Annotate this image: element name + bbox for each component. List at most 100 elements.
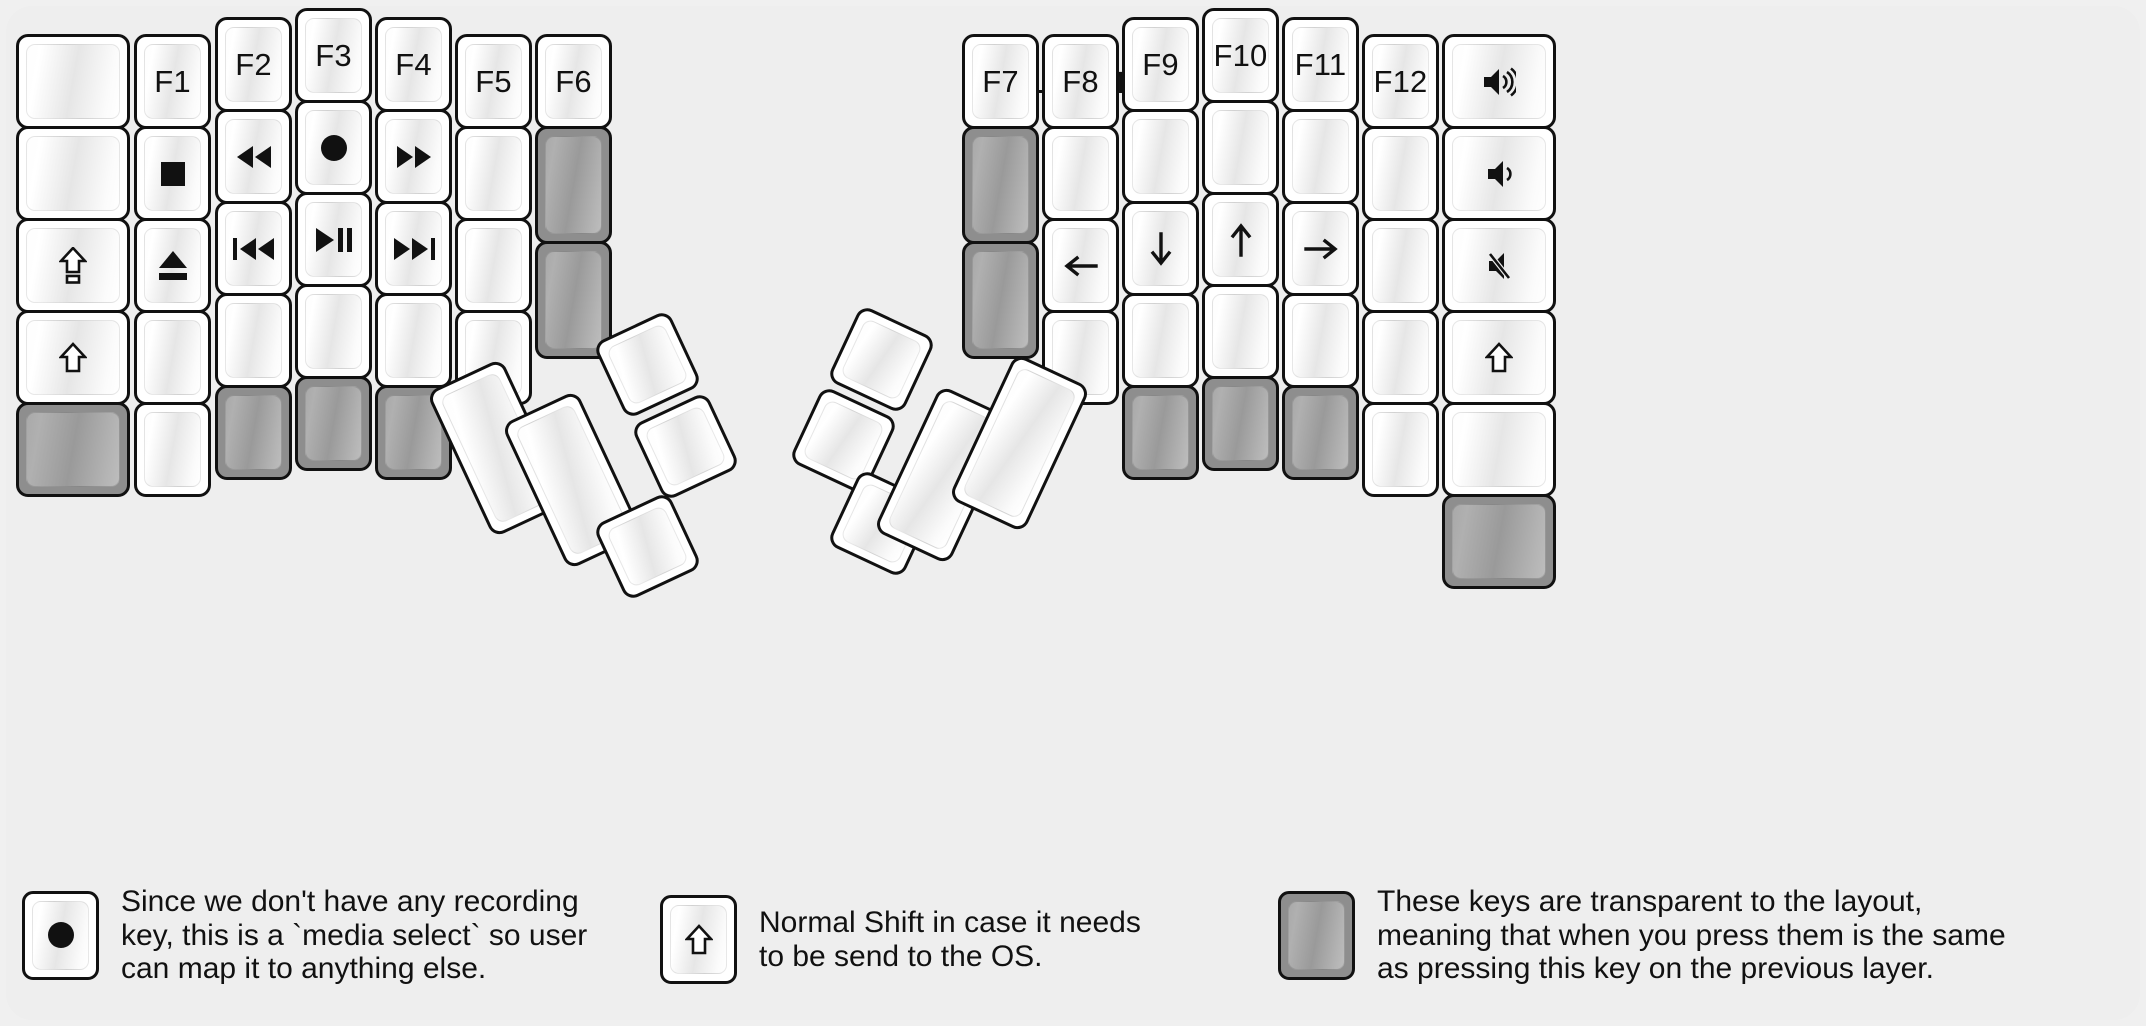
right-col-index-inner-key-3[interactable] <box>1042 218 1119 313</box>
right-col-ring-key-4[interactable] <box>1282 293 1359 388</box>
right-col-middle-key-2[interactable] <box>1202 100 1279 195</box>
right-col-index-inner-key-1[interactable]: F8 <box>1042 34 1119 129</box>
left-col-pinky-outer-key-3[interactable] <box>16 218 130 313</box>
right-col-index-key-5[interactable] <box>1122 385 1199 480</box>
right-col-pinky-outer-key-5[interactable] <box>1442 402 1556 497</box>
left-col-middle-key-5[interactable] <box>295 376 372 471</box>
note-record-example-key[interactable] <box>22 890 99 980</box>
keycap-face <box>1372 412 1429 487</box>
right-col-inner-key-2[interactable] <box>962 126 1039 244</box>
keycap-face <box>1372 320 1429 395</box>
note-shift-swatch <box>660 895 737 984</box>
right-col-pinky-key-1[interactable]: F12 <box>1362 34 1439 129</box>
keycap-face <box>305 202 362 277</box>
right-col-ring-key-3[interactable] <box>1282 201 1359 296</box>
keycap-face: F1 <box>144 44 201 119</box>
keycap-face: F4 <box>385 27 442 102</box>
left-col-pinky-outer-key-1[interactable] <box>16 34 130 129</box>
keycap-face <box>26 320 120 395</box>
media-prev-track-icon <box>232 237 275 260</box>
left-col-pinky-outer-key-2[interactable] <box>16 126 130 221</box>
right-col-ring-key-1[interactable]: F11 <box>1282 17 1359 112</box>
right-col-pinky-outer-key-2[interactable] <box>1442 126 1556 221</box>
shift-arrow-icon <box>684 923 713 956</box>
right-col-pinky-key-5[interactable] <box>1362 402 1439 497</box>
right-col-pinky-outer-key-6[interactable] <box>1442 494 1556 589</box>
left-col-index-key-1[interactable]: F4 <box>375 17 452 112</box>
left-col-ring-key-2[interactable] <box>215 109 292 204</box>
volume-up-icon <box>1482 66 1516 97</box>
left-col-inner-key-1[interactable]: F6 <box>535 34 612 129</box>
right-col-index-key-2[interactable] <box>1122 109 1199 204</box>
left-col-ring-key-4[interactable] <box>215 293 292 388</box>
keycap-face <box>839 317 924 402</box>
note-transparent-example-key[interactable] <box>1278 890 1355 980</box>
left-col-pinky-key-1[interactable]: F1 <box>134 34 211 129</box>
left-col-index-key-2[interactable] <box>375 109 452 204</box>
left-col-middle-key-2[interactable] <box>295 100 372 195</box>
right-col-pinky-outer-key-3[interactable] <box>1442 218 1556 313</box>
volume-mute-icon <box>1487 251 1511 281</box>
right-col-middle-key-5[interactable] <box>1202 376 1279 471</box>
right-col-ring-key-5[interactable] <box>1282 385 1359 480</box>
left-col-index-inner-key-3[interactable] <box>455 218 532 313</box>
keycap-face <box>1132 211 1189 286</box>
keycap-face <box>1052 228 1109 303</box>
right-col-middle-key-4[interactable] <box>1202 284 1279 379</box>
right-col-ring-key-2[interactable] <box>1282 109 1359 204</box>
right-col-pinky-outer-key-1[interactable] <box>1442 34 1556 129</box>
left-col-pinky-outer-key-5[interactable] <box>16 402 130 497</box>
keycap-face <box>605 504 690 589</box>
left-col-ring-key-3[interactable] <box>215 201 292 296</box>
keycap-face <box>1292 211 1349 286</box>
left-col-middle-key-3[interactable] <box>295 192 372 287</box>
keycap-face: F3 <box>305 18 362 93</box>
left-col-inner-key-3[interactable] <box>535 241 612 359</box>
left-col-middle-key-1[interactable]: F3 <box>295 8 372 103</box>
right-col-middle-key-1[interactable]: F10 <box>1202 8 1279 103</box>
left-col-middle-key-4[interactable] <box>295 284 372 379</box>
left-col-inner-key-2[interactable] <box>535 126 612 244</box>
right-col-index-key-3[interactable] <box>1122 201 1199 296</box>
note-shift-example-key[interactable] <box>660 895 737 984</box>
right-col-pinky-key-4[interactable] <box>1362 310 1439 405</box>
left-col-pinky-key-4[interactable] <box>134 310 211 405</box>
right-col-pinky-key-2[interactable] <box>1362 126 1439 221</box>
right-col-index-inner-key-2[interactable] <box>1042 126 1119 221</box>
left-col-index-key-3[interactable] <box>375 201 452 296</box>
keycap-face <box>1452 320 1546 395</box>
right-col-inner-key-1[interactable]: F7 <box>962 34 1039 129</box>
keycap-face <box>225 395 282 470</box>
left-col-index-key-4[interactable] <box>375 293 452 388</box>
right-col-inner-key-3[interactable] <box>962 241 1039 359</box>
right-col-index-key-1[interactable]: F9 <box>1122 17 1199 112</box>
media-record-icon <box>319 133 349 163</box>
note-record-swatch <box>22 890 99 980</box>
keycap-face <box>972 136 1029 234</box>
key-label: F8 <box>1062 64 1099 99</box>
left-col-index-inner-key-2[interactable] <box>455 126 532 221</box>
key-label: F7 <box>982 64 1019 99</box>
left-col-index-inner-key-4[interactable] <box>455 310 532 405</box>
right-col-middle-key-3[interactable] <box>1202 192 1279 287</box>
right-col-index-key-4[interactable] <box>1122 293 1199 388</box>
left-col-ring-key-1[interactable]: F2 <box>215 17 292 112</box>
keycap-face <box>225 211 282 286</box>
keycap-face <box>605 322 690 407</box>
keycap-face <box>305 386 362 461</box>
keycap-face <box>1452 44 1546 119</box>
left-col-pinky-key-2[interactable] <box>134 126 211 221</box>
left-col-pinky-key-5[interactable] <box>134 402 211 497</box>
left-col-pinky-outer-key-4[interactable] <box>16 310 130 405</box>
keycap-face <box>305 110 362 185</box>
left-col-ring-key-5[interactable] <box>215 385 292 480</box>
keycap-face <box>1452 136 1546 211</box>
right-col-pinky-outer-key-4[interactable] <box>1442 310 1556 405</box>
keycap-face <box>465 136 522 211</box>
left-col-pinky-key-3[interactable] <box>134 218 211 313</box>
media-rewind-icon <box>234 145 274 168</box>
left-col-index-inner-key-1[interactable]: F5 <box>455 34 532 129</box>
keycap-face <box>1288 900 1345 970</box>
keycap-face <box>1372 228 1429 303</box>
right-col-pinky-key-3[interactable] <box>1362 218 1439 313</box>
